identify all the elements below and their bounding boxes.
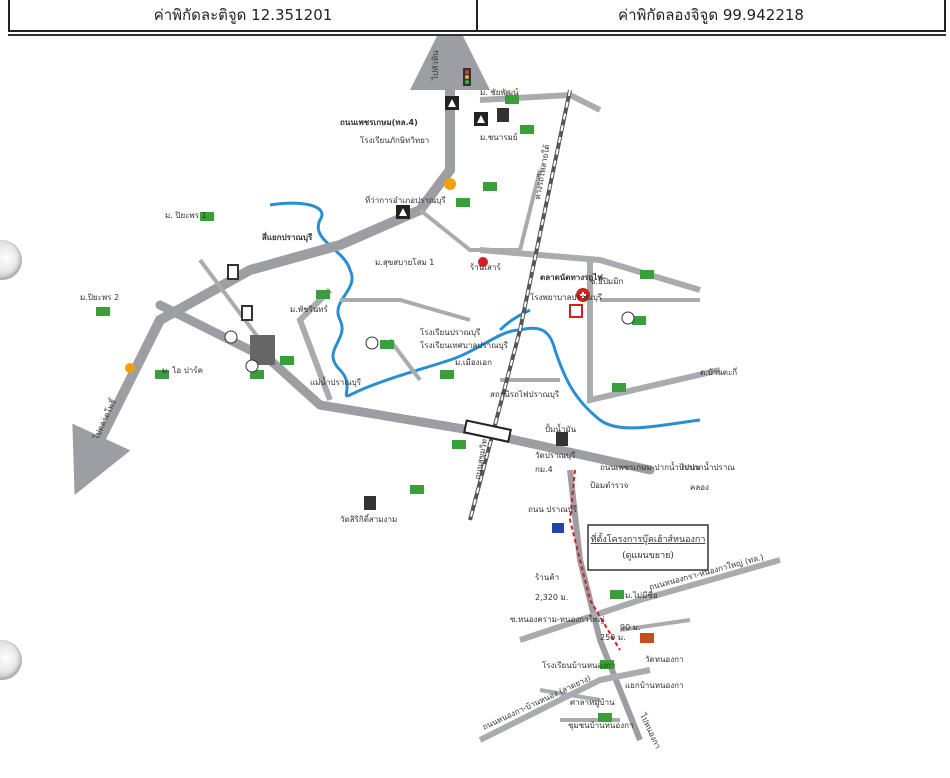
label-hospital: โรงพยาบาลปราณบุรี (530, 292, 603, 302)
label-gas-station: ปั้มน้ำมัน (545, 423, 577, 434)
warning-icon (478, 257, 488, 267)
label-station: สถานีรถไฟปราณบุรี (490, 390, 560, 399)
label-petchkasem-pak-nam: ถนนเพชรเกษม-ปากน้ำปราณ (600, 461, 701, 472)
sign-icon-2 (241, 305, 253, 321)
gas-station-icon (444, 178, 456, 190)
label-village-4: ม.ชนารมย์ (480, 132, 517, 142)
label-to-pak-nam: ไปปากน้ำปราณ (679, 461, 735, 472)
label-klong: คลอง (690, 483, 709, 492)
label-market: ตลาดนัดทางรถไฟ (540, 272, 603, 282)
label-km4: กม.4 (535, 465, 553, 474)
label-police: ป้อมตำรวจ (590, 481, 629, 490)
label-sala: ศาลาหมู่บ้าน (570, 698, 615, 708)
label-village-3: ม. ชัยพัฒน์ (480, 87, 519, 97)
label-distance-3: 250 ม. (600, 633, 626, 642)
secondary-east (479, 247, 701, 293)
label-district: ที่ว่าการอำเภอปราณบุรี (365, 194, 446, 205)
header-rule (8, 34, 946, 36)
longitude-label: ค่าพิกัดลองจิจูด 99.942218 (476, 0, 944, 30)
label-highway-4: ถนนเพชรเกษม(ทล.4) (340, 118, 418, 127)
minor-roads (198, 169, 700, 722)
latitude-label: ค่าพิกัดละติจูด 12.351201 (153, 6, 333, 24)
label-shop-2: ร้านเสาร์ (470, 262, 501, 272)
label-school-2: โรงเรียนเทศบาลปราณบุรี (420, 340, 509, 350)
label-school: โรงเรียนภักษิทวิทยา (360, 135, 429, 145)
circled-numbers (224, 311, 635, 373)
label-temple-pranburi: วัดปราณบุรี (535, 451, 576, 460)
binder-hole-bottom (0, 640, 22, 680)
secondary-north (479, 91, 602, 113)
temple-icon-2 (364, 496, 376, 510)
road-pranburi-south (567, 469, 643, 742)
river-layer (269, 201, 701, 430)
label-distance-1: 2,320 ม. (535, 593, 568, 602)
label-river: แม่น้ำปราณบุรี (310, 376, 362, 387)
landmark-icons (125, 68, 654, 643)
binder-hole-top (0, 240, 22, 280)
flag-icon (552, 523, 564, 533)
label-to-nong-ka-right: ไปหนองกา (638, 711, 663, 750)
road-layer (72, 36, 781, 743)
label-village-9: ม.ไม่มีชื่อ (625, 589, 658, 600)
label-nong-ka-crossroad: แยกบ้านหนองกา (625, 681, 684, 690)
label-wat-sirikit: วัดสิริกิติ์สามงาม (340, 513, 397, 524)
highway-to-nong-ka (296, 287, 333, 402)
map-labels: ไปหัวหิน ไปตลาดโพธิ์ ถนนเพชรเกษม(ทล.4) โ… (80, 50, 765, 750)
label-nongkra-road-b: ซ.หนองคราม-หนองกาใหญ่ (510, 615, 605, 624)
label-tambon: ต.บ้านตะกี่ (700, 366, 737, 377)
label-village-5: ม.สุขสบายโสม 1 (375, 257, 434, 267)
label-wat-nong: วัดหนองกา (645, 655, 683, 664)
label-shop: ร้านค้า (535, 573, 559, 582)
label-village-8: ม. ไอ ปาร์ค (162, 365, 203, 375)
temple-icon-3 (497, 108, 509, 122)
label-village-1: ม. ปิยะพร 1 (165, 211, 207, 220)
label-pranburi-school: โรงเรียนปราณบุรี (420, 327, 481, 337)
hospital-cross (569, 304, 583, 318)
petchkasem-pak-nam (155, 300, 655, 475)
railway-layer (468, 89, 572, 521)
label-to-north: ไปหัวหิน (431, 50, 440, 81)
temple-icon (556, 432, 568, 446)
pranburi-river (269, 201, 701, 430)
village-markers (96, 95, 654, 722)
project-site-icon (640, 633, 654, 643)
red-route (568, 469, 621, 651)
label-soi: ซ.ธิปิมมิก (590, 277, 623, 286)
project-title: ที่ตั้งโครงการบู๊คเฮ้าส์หนองกา (591, 532, 706, 545)
arrow-southwest (72, 423, 131, 496)
road-to-east-right (587, 260, 721, 404)
label-sri-yaek: สี่แยกปราณบุรี (262, 231, 313, 243)
bridge (463, 419, 512, 443)
sign-icon (227, 264, 239, 280)
label-village-6: ม.เมืองเอก (455, 358, 492, 367)
label-village-2: ม.ปิยะพร 2 (80, 293, 119, 302)
label-community: ชุมชนบ้านหนองกา (568, 721, 633, 730)
nong-ka-road-left (478, 667, 651, 743)
coordinate-header: ค่าพิกัดละติจูด 12.351201 ค่าพิกัดลองจิจ… (8, 0, 946, 32)
gas-station-icon-2 (125, 363, 135, 373)
label-distance-2: 90 ม. (620, 623, 641, 632)
label-village-7: ม.พัชรินทร์ (290, 304, 329, 314)
nongkra-road (519, 557, 781, 643)
highway-4-north (85, 45, 455, 465)
project-subtitle: (ดูแผนขยาย) (622, 551, 674, 561)
location-map: ที่ตั้งโครงการบู๊คเฮ้าส์หนองกา (ดูแผนขยา… (72, 36, 781, 750)
river-branch (498, 308, 531, 332)
project-location-box: ที่ตั้งโครงการบู๊คเฮ้าส์หนองกา (ดูแผนขยา… (587, 524, 709, 571)
label-nong-ka-school: โรงเรียนบ้านหนองกา (542, 660, 616, 670)
label-pranburi-road: ถนน ปราณบุรี (528, 505, 578, 514)
